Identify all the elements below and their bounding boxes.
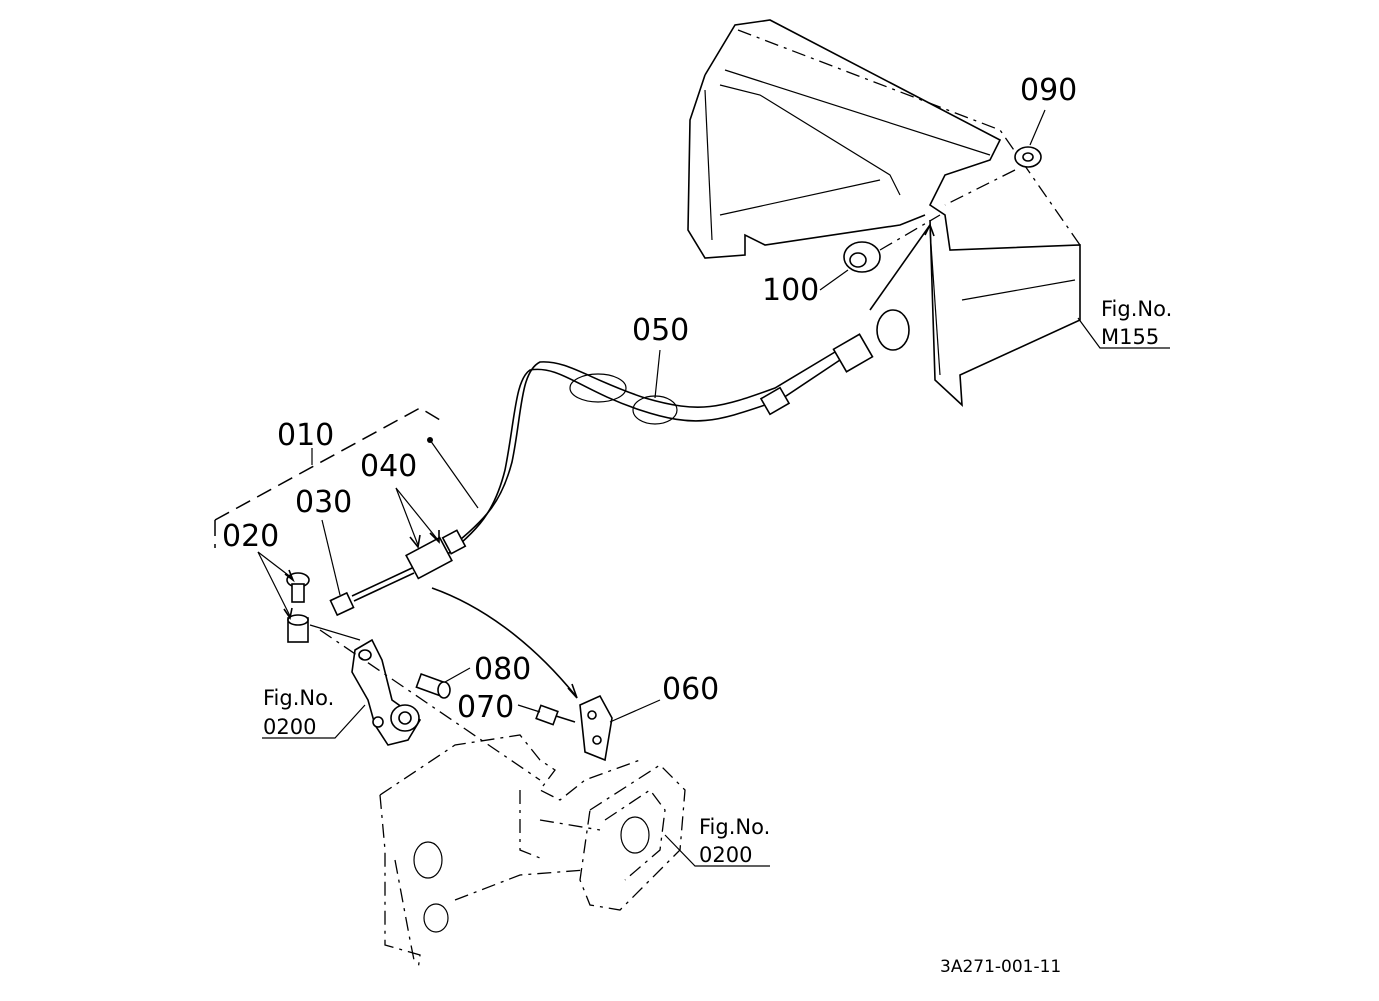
fig-ref-m155-number: M155 <box>1101 325 1159 349</box>
part-label-090: 090 <box>1020 73 1077 108</box>
cable-050 <box>439 222 935 561</box>
pin-080 <box>415 672 451 699</box>
part-label-030: 030 <box>295 485 352 520</box>
fig-ref-0200-right-number: 0200 <box>699 843 752 867</box>
group-010-bracket <box>214 407 441 548</box>
part-label-020: 020 <box>222 519 279 554</box>
leader-lines <box>257 109 1170 867</box>
fig-ref-0200-left-label: Fig.No. <box>263 686 334 710</box>
fig-ref-0200-left-number: 0200 <box>263 715 316 739</box>
washer-090 <box>944 146 1042 206</box>
nut-100 <box>843 214 941 273</box>
drawing-code: 3A271-001-11 <box>940 957 1061 977</box>
screw-020 <box>286 572 361 643</box>
fender-panel <box>687 19 1081 407</box>
part-label-060: 060 <box>662 672 719 707</box>
transmission-housing <box>319 629 686 971</box>
bracket-060 <box>579 694 613 762</box>
fig-ref-m155-label: Fig.No. <box>1101 297 1172 321</box>
cable-end-040 <box>351 529 578 699</box>
lever-arm <box>351 638 422 746</box>
figure-refs: Fig.No. M155 Fig.No. 0200 Fig.No. 0200 <box>263 297 1172 867</box>
part-label-100: 100 <box>762 273 819 308</box>
part-label-070: 070 <box>457 690 514 725</box>
part-label-050: 050 <box>632 313 689 348</box>
part-label-040: 040 <box>360 449 417 484</box>
part-labels: 090 100 050 010 040 030 020 080 070 060 <box>222 73 1077 725</box>
fig-ref-0200-right-label: Fig.No. <box>699 815 770 839</box>
part-label-080: 080 <box>474 652 531 687</box>
part-label-010: 010 <box>277 418 334 453</box>
collar-030 <box>329 591 355 617</box>
bolt-070 <box>535 704 576 726</box>
